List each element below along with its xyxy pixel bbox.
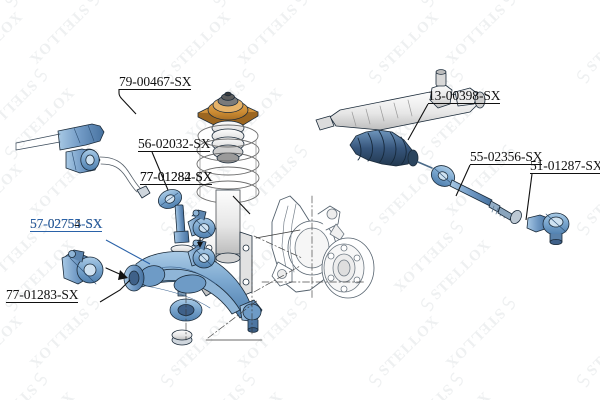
control-arm-bushing-front-2 <box>187 239 216 269</box>
control-arm-bushing-front <box>187 209 216 239</box>
steering-rack-housing <box>315 69 486 131</box>
wheel-hub <box>321 237 375 299</box>
part-label-13-00398-sx: 13-00398-SX <box>428 88 501 104</box>
part-label-79-00467-sx: 79-00467-SX <box>119 74 192 90</box>
part-label-77-01284-sx: 77-01284-SX <box>140 169 213 185</box>
part-label-51-01287-sx: 51-01287-SX <box>530 158 600 174</box>
steering-knuckle <box>271 195 345 293</box>
part-label-56-02032-sx: 56-02032-SX <box>138 136 211 152</box>
outer-tie-rod-end <box>526 212 570 245</box>
control-arm-bushing-rear <box>61 249 128 285</box>
part-label-57-02755-sx[interactable]: 57-02755-SX <box>30 216 103 232</box>
part-label-77-01283-sx: 77-01283-SX <box>6 287 79 303</box>
part-label-77-01282-sx: 77-01282-SX <box>140 169 213 184</box>
lower-control-arm <box>123 251 263 333</box>
part-label-57-02754-sx: 57-02754-SX <box>30 216 103 231</box>
steering-rack-boot <box>349 129 433 169</box>
